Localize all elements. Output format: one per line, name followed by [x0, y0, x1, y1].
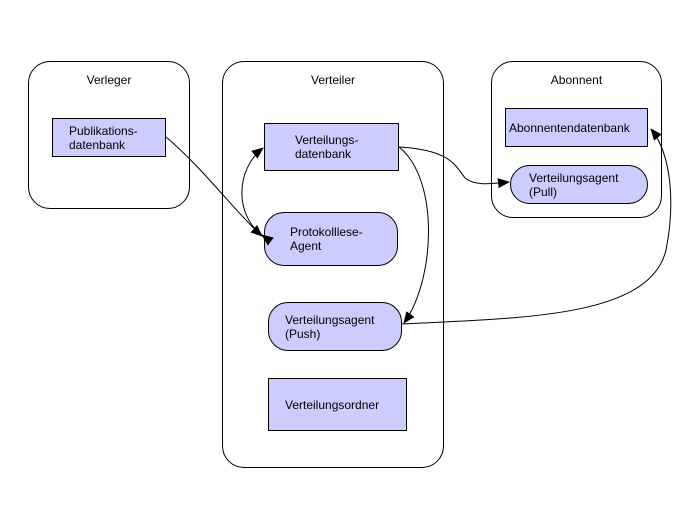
publication-db-label: Publikations- datenbank: [69, 123, 138, 152]
subscriber-db-node: Abonnentendatenbank: [505, 108, 648, 147]
distribution-agent-push-node: Verteilungsagent (Push): [268, 302, 402, 351]
subscriber-title: Abonnent: [550, 73, 603, 87]
distribution-db-to-pull-agent-connector: [398, 146, 510, 189]
publication-db-to-log-reader-connector: [165, 136, 263, 237]
distribution-db-node: Verteilungs- datenbank: [264, 123, 399, 171]
distribution-folder-label: Verteilungsordner: [285, 397, 380, 412]
distribution-agent-pull-label: Verteilungsagent (Pull): [529, 170, 619, 199]
publication-db-node: Publikations- datenbank: [52, 118, 166, 157]
distribution-db-to-push-agent-connector: [398, 146, 429, 324]
distribution-db-label: Verteilungs- datenbank: [295, 133, 359, 161]
publisher-title: Verleger: [86, 73, 132, 87]
log-reader-to-distribution-db-connector: [241, 147, 274, 246]
log-reader-agent-node: Protokolllese- Agent: [264, 212, 398, 266]
distributor-title: Verteiler: [310, 73, 356, 87]
distribution-agent-push-label: Verteilungsagent (Push): [285, 312, 375, 341]
distribution-folder-node: Verteilungsordner: [268, 378, 407, 431]
subscriber-db-label: Abonnentendatenbank: [509, 120, 630, 135]
log-reader-agent-label: Protokolllese- Agent: [290, 225, 363, 253]
distribution-agent-pull-node: Verteilungsagent (Pull): [510, 165, 648, 204]
push-agent-to-subscriber-db-connector: [401, 128, 672, 325]
